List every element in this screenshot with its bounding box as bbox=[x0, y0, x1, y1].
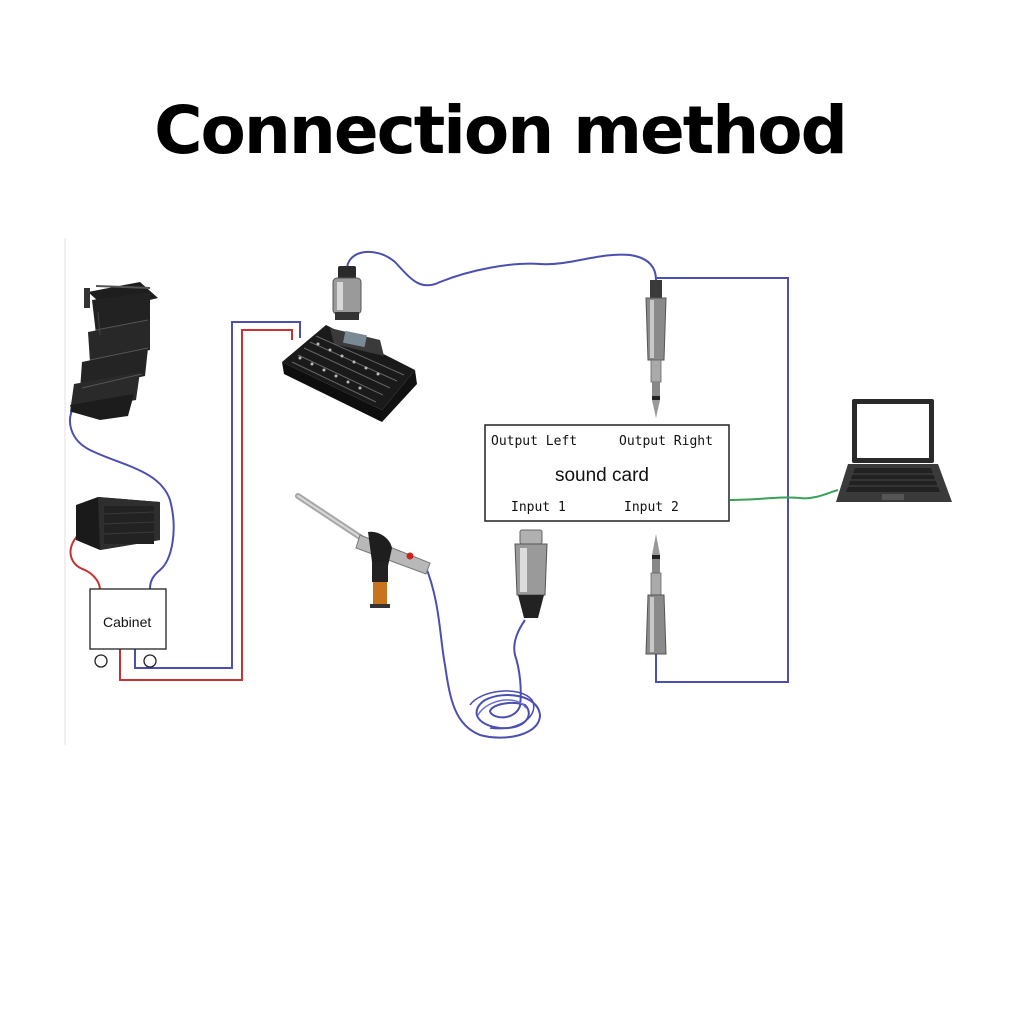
output-right-label: Output Right bbox=[619, 434, 713, 449]
cable-mixer-to-cabinet-red bbox=[119, 329, 293, 681]
cabinet-box: Cabinet bbox=[89, 588, 167, 668]
input-1-label: Input 1 bbox=[511, 500, 566, 515]
cable-subwoofer-to-cabinet bbox=[69, 534, 101, 591]
trs-jack-icon bbox=[645, 280, 667, 418]
output-left-label: Output Left bbox=[491, 434, 577, 449]
cable-mixer-to-output-left bbox=[345, 250, 657, 287]
cabinet-label: Cabinet bbox=[103, 614, 151, 630]
cable-speaker-to-cabinet bbox=[69, 404, 175, 591]
sound-card-label: sound card bbox=[555, 465, 649, 486]
cable-mixer-to-cabinet-blue bbox=[134, 321, 301, 669]
cable-output-right-loop bbox=[655, 277, 789, 683]
line-array-speaker-icon bbox=[70, 282, 158, 420]
sound-card-box: Output Left Output Right sound card Inpu… bbox=[484, 424, 730, 522]
mixer-console-icon bbox=[282, 325, 417, 422]
cable-laptop-usb bbox=[729, 489, 839, 501]
xlr-connector-icon bbox=[514, 529, 548, 618]
subwoofer-icon bbox=[76, 497, 160, 550]
trs-jack-icon bbox=[645, 534, 667, 655]
xlr-connector-icon bbox=[332, 266, 362, 320]
laptop-icon bbox=[836, 399, 952, 502]
input-2-label: Input 2 bbox=[624, 500, 679, 515]
measurement-microphone-icon bbox=[295, 493, 431, 608]
page-title: Connection method bbox=[154, 92, 848, 169]
cable-mic-to-input-1 bbox=[424, 564, 542, 739]
